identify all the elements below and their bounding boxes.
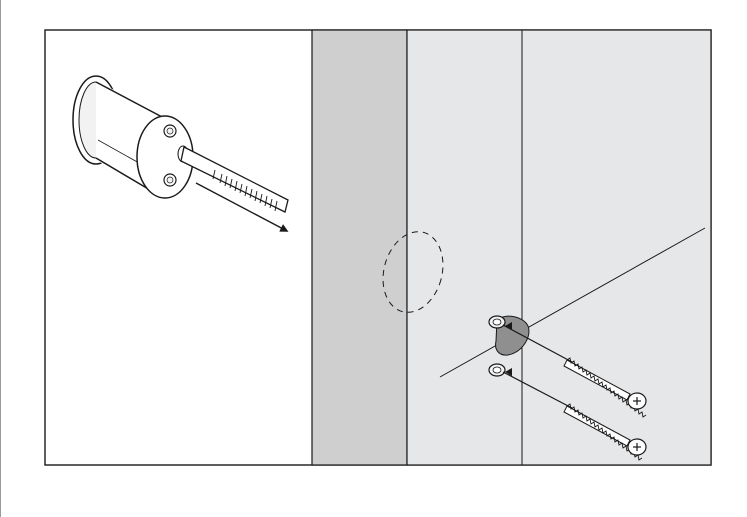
upper-mounting-hole-inner: [492, 318, 502, 326]
door-face: [406, 29, 712, 466]
mounting-screw-icon: [502, 368, 647, 461]
mounting-screw-icon: [502, 322, 647, 418]
lower-screw-guide: [502, 371, 573, 409]
upper-screw-guide: [502, 324, 573, 363]
cylinder-body-bottom: [95, 157, 151, 191]
cylinder-screw-hole-top-inner: [166, 127, 174, 135]
cylinder-body-top: [95, 81, 165, 119]
cylinder-screw-hole-bottom-inner: [166, 176, 174, 184]
tailpiece-break-line: [212, 169, 216, 180]
lock-cylinder-icon: [72, 75, 194, 199]
lower-mounting-hole-inner: [492, 366, 502, 374]
door-panel: [311, 29, 712, 466]
arrow-icon: [195, 182, 289, 232]
tailpiece-score-marks: [219, 173, 278, 212]
lower-screw-arrowhead: [505, 368, 512, 376]
tailpiece-icon: [180, 146, 289, 213]
cylinder-bore-outline: [382, 231, 444, 313]
upper-screw-arrowhead: [505, 322, 512, 330]
page-left-border: [0, 0, 1, 517]
door-frame-line: [439, 227, 706, 378]
pull-direction-arrow: [195, 182, 289, 232]
door-edge: [311, 29, 408, 466]
